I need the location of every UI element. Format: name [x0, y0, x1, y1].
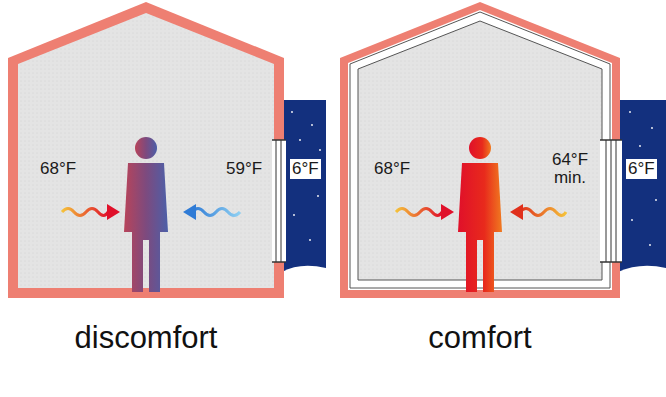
house-insulated	[340, 2, 622, 298]
caption-text: discomfort	[75, 322, 218, 355]
indoor-temperature: 68°F	[40, 160, 76, 178]
surface-temperature: 59°F	[226, 160, 262, 178]
cold-wave	[192, 209, 240, 216]
night-sky	[282, 100, 326, 300]
person-warm	[458, 137, 502, 292]
indoor-temperature: 68°F	[374, 160, 410, 178]
heat-wave	[396, 209, 442, 216]
surface-temperature: 64°F min.	[550, 151, 590, 187]
outdoor-temperature: 6°F	[626, 159, 657, 179]
outdoor-temperature: 6°F	[290, 159, 321, 179]
arrow-head	[183, 204, 196, 220]
house-uninsulated	[8, 2, 286, 298]
caption-text: comfort	[428, 322, 531, 355]
arrow-head	[441, 204, 454, 220]
night-sky	[618, 100, 666, 300]
person-cold	[124, 137, 168, 292]
heat-wave	[62, 209, 108, 216]
arrow-head	[510, 204, 523, 220]
heat-wave	[520, 209, 566, 216]
arrow-head	[107, 204, 120, 220]
